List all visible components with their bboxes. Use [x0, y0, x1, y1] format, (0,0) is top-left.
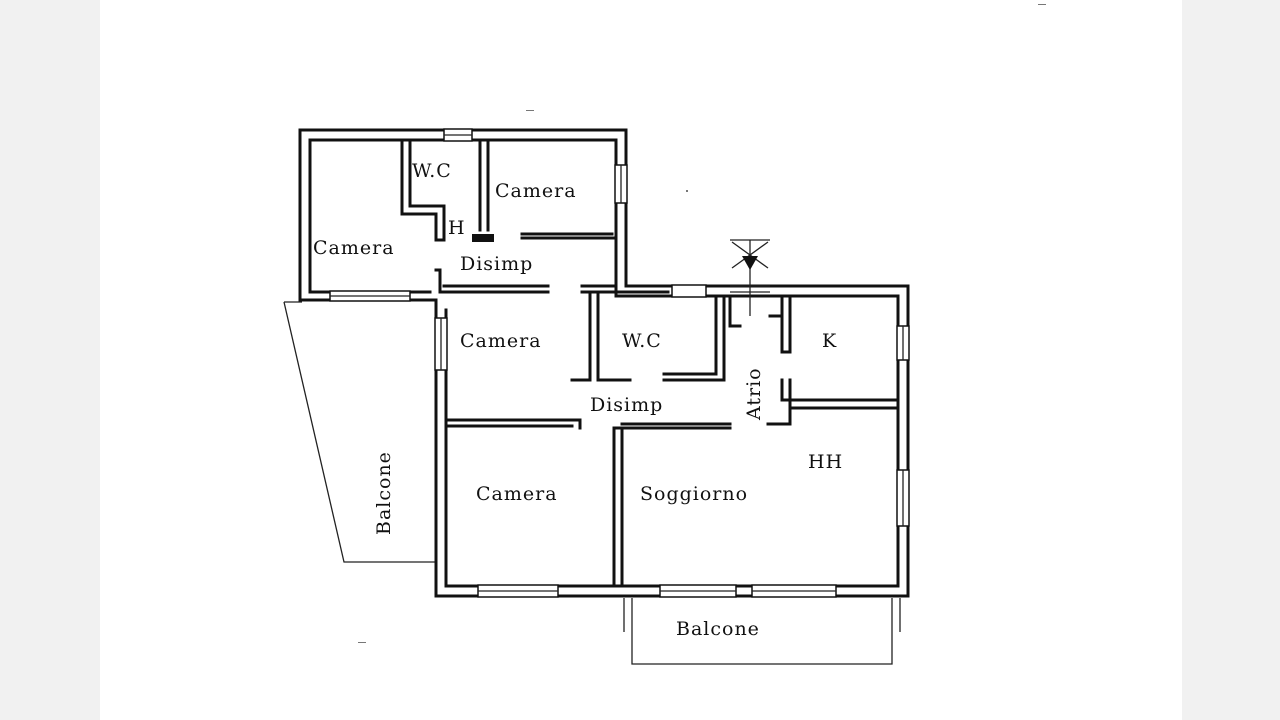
room-label-wc-north: W.C [412, 160, 452, 182]
balcony-south-outline [623, 598, 901, 665]
interior-walls [400, 138, 900, 588]
entrance-arrow-icon [730, 239, 770, 270]
plan-sheet [100, 0, 1182, 720]
room-label-camera-mid: Camera [460, 330, 542, 352]
balcony-west-outline [283, 301, 436, 563]
room-label-camera-north: Camera [495, 180, 577, 202]
room-label-soggiorno: Soggiorno [640, 483, 748, 505]
scan-specks [358, 4, 1046, 643]
room-label-camera-sw: Camera [476, 483, 558, 505]
room-label-camera-nw: Camera [313, 237, 395, 259]
room-label-hh: HH [808, 451, 843, 473]
room-label-kitchen: K [822, 330, 837, 352]
room-label-balcone-west: Balcone [373, 451, 395, 535]
room-label-atrio: Atrio [743, 367, 765, 421]
room-label-disimp-north: Disimp [460, 253, 533, 275]
window-marks [329, 128, 910, 598]
room-label-balcone-south: Balcone [676, 618, 760, 640]
room-label-h: H [448, 217, 466, 239]
room-label-wc-mid: W.C [622, 330, 662, 352]
room-label-disimp-mid: Disimp [590, 394, 663, 416]
